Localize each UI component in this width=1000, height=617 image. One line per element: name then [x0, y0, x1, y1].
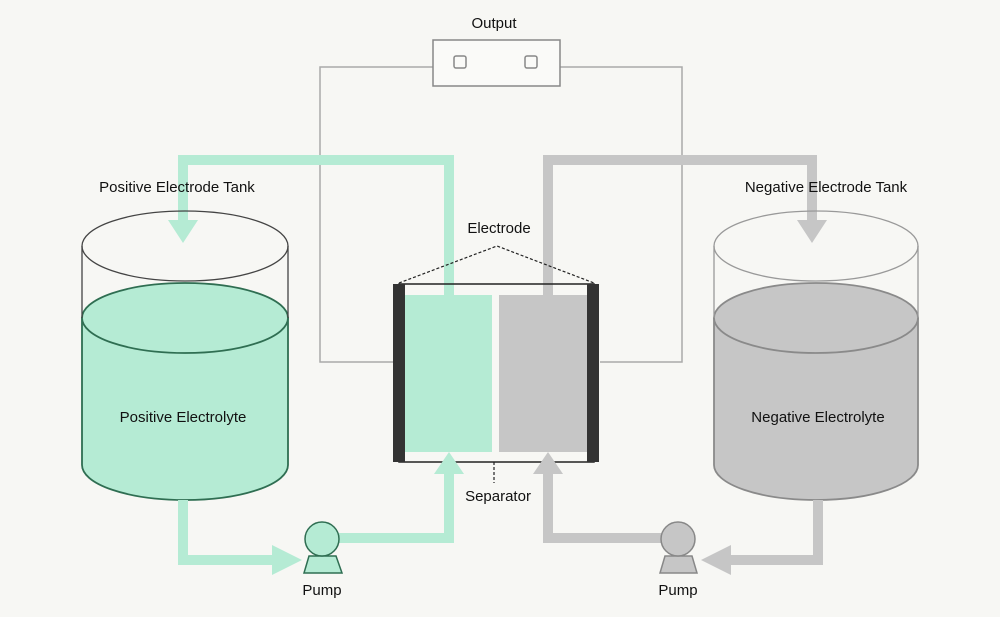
positive-supply-pipe: [178, 472, 454, 565]
positive-return-pipe: [178, 155, 454, 295]
positive-electrode: [393, 284, 405, 462]
arrow-left-icon: [701, 545, 731, 575]
arrow-down-icon: [168, 220, 198, 243]
positive-half-cell: [405, 295, 492, 452]
terminal-icon: [453, 55, 467, 69]
negative-half-cell: [499, 295, 587, 452]
pump-right-label: Pump: [658, 582, 697, 599]
pump-icon: [658, 521, 699, 574]
negative-tank-label: Negative Electrode Tank: [745, 179, 908, 196]
negative-electrode-tank: [713, 210, 919, 501]
arrow-up-icon: [434, 452, 464, 474]
electrode-label: Electrode: [467, 220, 530, 237]
separator-label: Separator: [465, 488, 531, 505]
output-label: Output: [471, 15, 517, 32]
arrow-up-icon: [533, 452, 563, 474]
negative-return-pipe: [543, 155, 817, 295]
arrow-right-icon: [272, 545, 302, 575]
output-load: [432, 39, 561, 87]
electrochemical-cell: [393, 283, 599, 463]
pump-icon: [302, 521, 344, 574]
negative-electrolyte-label: Negative Electrolyte: [751, 409, 884, 426]
terminal-icon: [524, 55, 538, 69]
positive-electrode-tank: [81, 210, 289, 501]
positive-electrolyte-label: Positive Electrolyte: [120, 409, 247, 426]
pump-left-label: Pump: [302, 582, 341, 599]
negative-electrode: [587, 284, 599, 462]
circuit-wire: [319, 66, 683, 363]
positive-tank-label: Positive Electrode Tank: [99, 179, 255, 196]
negative-supply-pipe: [543, 472, 823, 565]
arrow-down-icon: [797, 220, 827, 243]
